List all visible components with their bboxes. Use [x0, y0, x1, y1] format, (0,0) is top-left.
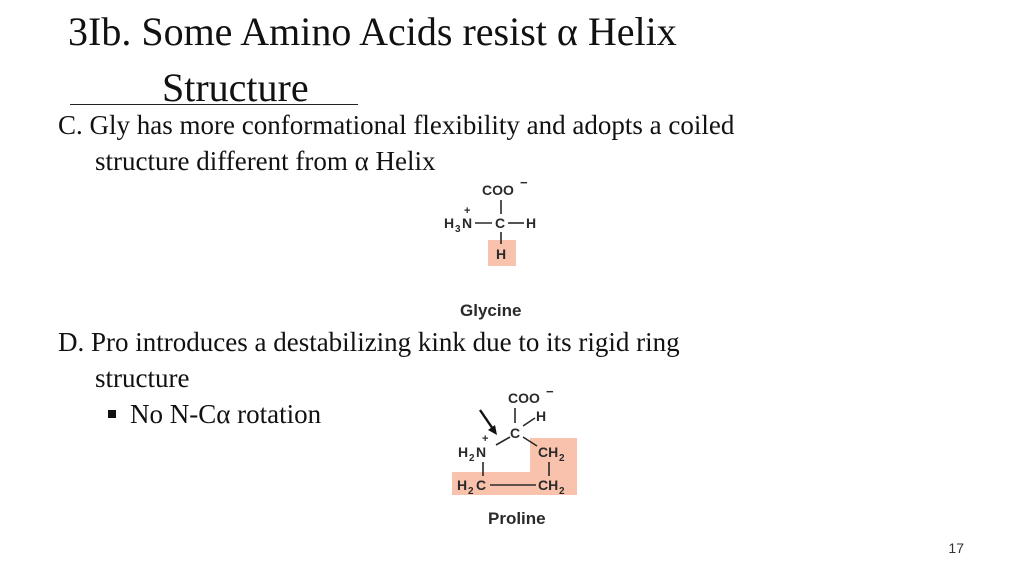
proline-plus-charge: + [482, 433, 488, 445]
glycine-coo-charge: − [520, 176, 528, 190]
glycine-h3n-h: H [444, 215, 454, 231]
bullet-item: No N-Cα rotation [108, 396, 321, 432]
proline-ch2-right-top-subscript: 2 [559, 453, 565, 464]
glycine-structure: COO − + H 3 N C H H Glycine [444, 176, 536, 320]
proline-h2c-c: C [476, 477, 486, 493]
proline-alpha-carbon: C [510, 425, 520, 441]
proline-h2c-h: H [457, 477, 467, 493]
proline-ring-highlight [452, 438, 577, 495]
slide-title-line-1: 3Ib. Some Amino Acids resist α Helix [68, 9, 677, 54]
glycine-alpha-carbon: C [495, 215, 505, 231]
proline-h2n-h: H [458, 444, 468, 460]
proline-h2n-subscript: 2 [469, 453, 475, 464]
glycine-r-group-highlight [488, 240, 516, 266]
glycine-plus-charge: + [464, 205, 470, 217]
proline-bond-h [522, 417, 536, 427]
proline-ch2-right-bottom: CH [538, 477, 558, 493]
proline-h2n-n: N [476, 444, 486, 460]
proline-ch2-right-bottom-subscript: 2 [559, 486, 565, 497]
slide-number: 17 [948, 540, 964, 556]
proline-bond-c-ch2 [522, 436, 538, 447]
point-d-line-1: D. Pro introduces a destabilizing kink d… [58, 327, 680, 357]
glycine-h3n-n: N [462, 215, 472, 231]
proline-coo-label: COO [508, 390, 540, 406]
proline-structure: COO − H C + H 2 N CH 2 H 2 C CH 2 Prolin… [452, 386, 577, 528]
bullet-square-icon [108, 409, 116, 418]
slide-title-line-2: Structure [162, 65, 309, 110]
bullet-text: No N-Cα rotation [130, 399, 322, 429]
point-c-line-1: C. Gly has more conformational flexibili… [58, 110, 735, 140]
proline-coo-charge: − [546, 386, 554, 399]
glycine-h-side-chain: H [496, 246, 506, 262]
proline-h-top: H [536, 408, 546, 424]
glycine-h-right: H [526, 215, 536, 231]
glycine-h3n-subscript: 3 [455, 224, 461, 235]
title-underline [70, 104, 358, 105]
point-d-line-2: structure [95, 363, 190, 393]
proline-bond-c-n [495, 436, 511, 446]
proline-kink-arrowhead [488, 425, 497, 435]
glycine-label: Glycine [460, 301, 521, 320]
proline-ch2-right-top: CH [538, 444, 558, 460]
proline-label: Proline [488, 509, 546, 528]
point-c-line-2: structure different from α Helix [95, 146, 436, 176]
proline-h2c-subscript: 2 [468, 486, 474, 497]
glycine-coo-label: COO [482, 182, 514, 198]
